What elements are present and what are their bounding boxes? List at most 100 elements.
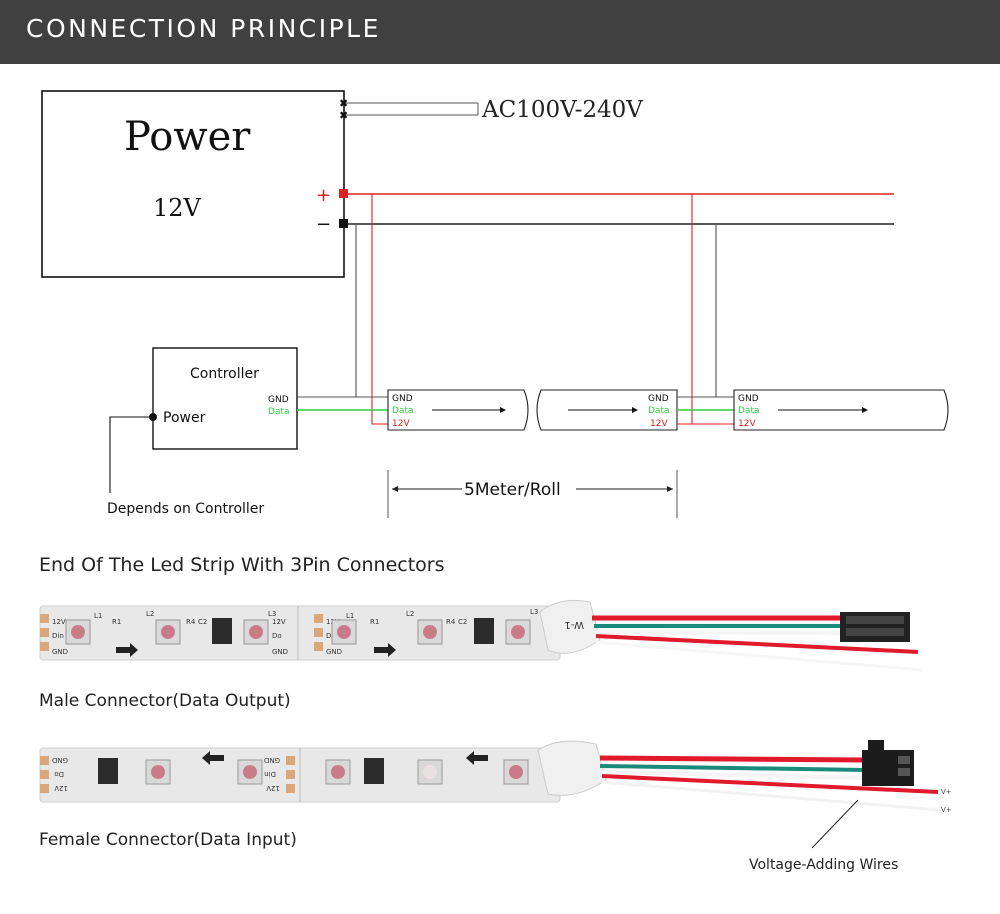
plus-sign: + [316,185,331,206]
diagram-shape [601,774,939,794]
diagram-shape [249,625,263,639]
diagram-shape [417,759,443,785]
pcb-label: L3 [530,608,538,616]
diagram-shape [862,407,868,413]
diagram-shape [71,625,85,639]
pcb-label: L2 [146,610,154,618]
strip-segment-3: GND Data 12V [733,389,949,431]
section-title: End Of The Led Strip With 3Pin Connector… [39,554,445,576]
male-caption: Male Connector(Data Output) [39,691,291,711]
pcb-label: ✖ [339,97,348,110]
header-bar: CONNECTION PRINCIPLE [0,0,1000,64]
diagram-shape [898,768,910,776]
diagram-shape [286,784,295,793]
strip2-v12: 12V [650,419,668,429]
diagram-shape [595,634,919,654]
diagram-shape [331,765,345,779]
pcb-label: W-1 [565,619,584,630]
pcb-label: GND [272,648,288,656]
mains-label: AC100V-240V [481,97,643,123]
diagram-shape [374,643,396,657]
pcb-label: C2 [198,618,207,626]
minus-sign: − [316,214,331,235]
pcb-label: L2 [406,610,414,618]
diagram-shape [500,407,506,413]
pcb-label: R4 [446,618,456,626]
pcb-label: R1 [370,618,379,626]
diagram-shape [314,642,323,651]
diagram-shape [601,780,941,812]
controller-gnd-label: GND [268,395,289,405]
minus-terminal [339,219,348,228]
pcb-label: 12V [272,618,286,626]
strip-segment-1: GND Data 12V [387,389,529,431]
diagram-shape [466,751,488,765]
pcb-label: 12V [54,784,68,792]
pcb-label: L3 [268,610,276,618]
v12-drop-3 [691,194,734,425]
diagram-shape [286,756,295,765]
diagram-shape [511,625,525,639]
diagram-shape [846,628,904,636]
diagram-shape [243,765,257,779]
dimension-5m [387,470,678,518]
ac-terminals: ✖ ✖ [339,97,479,122]
pcb-label: L1 [94,612,102,620]
diagram-shape [286,770,295,779]
pcb-label: ✖ [339,109,348,122]
strip2-data: Data [648,406,670,416]
depends-note: Depends on Controller [107,501,264,517]
diagram-shape [364,758,384,784]
controller-title: Controller [190,366,259,382]
strip3-v12: 12V [738,419,756,429]
pcb-label: GND [264,756,280,764]
diagram-shape [151,765,165,779]
diagram-shape [314,628,323,637]
diagram-shape [868,740,884,750]
diagram-shape [595,630,851,635]
dimension-label: 5Meter/Roll [464,480,561,500]
strip1-data: Data [392,406,414,416]
controller-power-label: Power [163,410,206,426]
pcb-label: L1 [346,612,354,620]
male-strip-image: 12V Din GND L1 R1 L2 R4 C2 L3 12V Do GND… [39,599,923,672]
pcb-label: GND [326,648,342,656]
diagram-shape [474,618,494,644]
strip-segment-2: GND Data 12V [536,389,678,431]
power-supply-voltage: 12V [153,194,202,222]
diagram-shape [595,640,923,672]
strip1-v12: 12V [392,419,410,429]
diagram-shape [202,751,224,765]
pcb-label: V+ [941,788,952,796]
diagram-shape [40,628,49,637]
diagram-shape [40,770,49,779]
diagram-shape [98,758,118,784]
pcb-label: Do [272,632,282,640]
pcb-label: C2 [458,618,467,626]
diagram-shape [423,625,437,639]
plus-terminal [339,189,348,198]
pcb-label: Do [54,770,64,778]
power-supply-box [41,90,345,278]
diagram-shape [392,486,398,492]
controller-data-label: Data [268,407,290,417]
pcb-label: R1 [112,618,121,626]
voltage-wires-label: Voltage-Adding Wires [749,857,898,873]
pcb-label: 12V [266,784,280,792]
diagram-shape [161,625,175,639]
diagram-shape [632,407,638,413]
strip2-gnd: GND [648,394,669,404]
diagram-shape [599,770,867,780]
diagram-shape [116,643,138,657]
controller-box [152,347,298,450]
diagram-shape [539,599,601,654]
diagram-shape [40,756,49,765]
v12-drop-1 [371,194,388,425]
diagram-shape [667,486,673,492]
diagram-shape [40,784,49,793]
diagram-shape [509,765,523,779]
strip3-data: Data [738,406,760,416]
diagram-shape [846,616,904,624]
diagram-shape [40,642,49,651]
pcb-label: Din [52,632,64,640]
